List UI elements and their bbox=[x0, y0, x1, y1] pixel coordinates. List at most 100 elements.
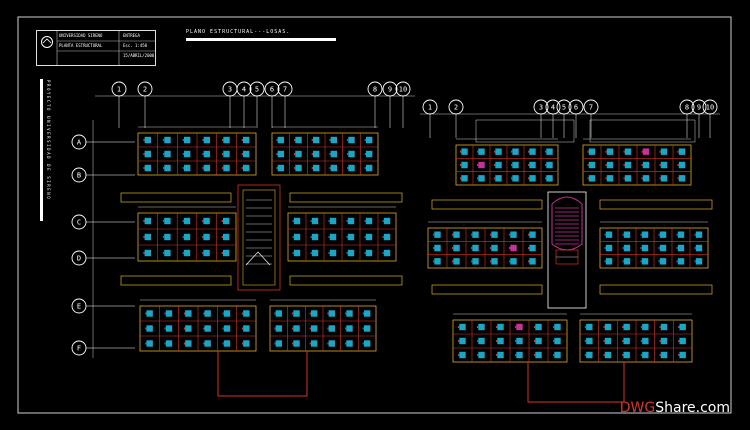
left-slab-mid-a-bar-mark bbox=[143, 252, 145, 254]
left-slab-bot-a-column bbox=[146, 310, 153, 317]
right-slab-bot-b-bar-mark bbox=[659, 326, 661, 328]
right-slab-bot-b-bar-mark bbox=[622, 354, 624, 356]
left-slab-mid-a-column bbox=[183, 217, 191, 225]
right-slab-bot-b-column bbox=[660, 351, 668, 359]
left-slab-bot-a-column bbox=[243, 310, 250, 317]
left-slab-bot-a-bar-mark bbox=[183, 312, 186, 315]
left-slab-top-a-bar-mark bbox=[182, 139, 184, 141]
left-slab-mid-b-bar-mark bbox=[292, 252, 294, 254]
right-slab-mid-a-bar-mark bbox=[471, 233, 473, 236]
left-slab-top-b-bar-mark bbox=[364, 153, 366, 155]
right-slab-bot-a-bar-mark bbox=[458, 340, 460, 342]
left-stair-core bbox=[237, 184, 281, 291]
left-column-axis-1-label: 1 bbox=[117, 86, 121, 94]
left-slab-mid-a-column bbox=[203, 249, 210, 257]
right-slab-mid-a-column bbox=[510, 244, 517, 252]
left-slab-top-b-column bbox=[365, 136, 373, 144]
right-slab-bot-a-bar-mark bbox=[496, 354, 498, 356]
left-slab-top-b-column bbox=[365, 150, 373, 158]
right-slab-bot-a-bar-mark bbox=[553, 326, 555, 328]
left-column-axis-9-label: 9 bbox=[388, 86, 392, 94]
right-slab-bot-a-column bbox=[516, 323, 523, 331]
left-slab-bot-a-bar-mark bbox=[183, 327, 186, 330]
right-slab-top-b-column bbox=[642, 148, 650, 155]
left-slab-bot-a-column bbox=[185, 310, 192, 317]
left-slab-top-b-bar-mark bbox=[294, 167, 296, 169]
right-slab-mid-a-column bbox=[510, 258, 517, 265]
left-slab-top-b-bar-mark bbox=[311, 139, 313, 141]
right-slab-bot-a-bar-mark bbox=[515, 354, 517, 356]
left-slab-mid-b-column bbox=[329, 233, 337, 241]
right-slab-mid-a-bar-mark bbox=[528, 247, 530, 249]
left-slab-top-a-column bbox=[203, 136, 211, 144]
title-block-stamp: ENTREGA bbox=[123, 33, 140, 38]
left-slab-mid-b-column bbox=[365, 249, 373, 257]
right-slab-top-b-bar-mark bbox=[659, 164, 661, 166]
right-slab-bot-a-bar-mark bbox=[553, 340, 555, 342]
right-slab-bot-a-bar-mark bbox=[458, 354, 460, 356]
right-slab-bot-a-column bbox=[554, 351, 561, 359]
right-slab-top-a-bar-mark bbox=[477, 177, 479, 180]
right-slab-top-a-bar-mark bbox=[545, 150, 547, 153]
right-slab-top-b-column bbox=[588, 148, 596, 155]
left-slab-top-a-bar-mark bbox=[241, 167, 243, 169]
right-slab-top-b-column bbox=[606, 161, 614, 169]
left-slab-top-a-column bbox=[144, 136, 152, 144]
left-slab-top-b-column bbox=[330, 150, 338, 158]
left-slab-top-b-column bbox=[277, 136, 285, 144]
left-slab-mid-b-column bbox=[365, 217, 373, 225]
right-slab-mid-b-bar-mark bbox=[658, 247, 660, 249]
left-slab-top-a-column bbox=[242, 150, 250, 158]
right-slab-top-a-bar-mark bbox=[494, 150, 496, 153]
right-slab-mid-b-column bbox=[677, 244, 685, 252]
right-slab-top-b-bar-mark bbox=[677, 177, 679, 180]
right-slab-top-b-bar-mark bbox=[605, 177, 607, 180]
right-slab-mid-b-bar-mark bbox=[604, 247, 606, 249]
right-slab-bot-b-bar-mark bbox=[584, 340, 587, 342]
left-column-axis-3-label: 3 bbox=[228, 86, 232, 94]
right-slab-top-a-bar-mark bbox=[460, 164, 462, 166]
right-slab-bot-b-bar-mark bbox=[640, 354, 643, 356]
right-slab-mid-b-bar-mark bbox=[622, 233, 624, 236]
left-slab-top-b-column bbox=[330, 164, 338, 172]
right-slab-bot-a-column bbox=[459, 351, 466, 359]
right-slab-top-a-column bbox=[512, 175, 519, 182]
right-slab-top-b-bar-mark bbox=[659, 177, 661, 180]
right-slab-mid-b-column bbox=[605, 231, 613, 238]
right-auditorium-shape bbox=[551, 196, 583, 251]
left-slab-mid-a-bar-mark bbox=[162, 220, 165, 222]
left-slab-top-a-bar-mark bbox=[222, 167, 224, 169]
right-slab-bot-b-bar-mark bbox=[622, 326, 624, 328]
right-column-axis-1-label: 1 bbox=[428, 104, 432, 112]
left-slab-bot-a-bar-mark bbox=[145, 327, 147, 330]
right-slab-mid-b-column bbox=[641, 258, 649, 265]
left-slab-mid-a-column bbox=[144, 249, 151, 257]
right-column-axis-4-label: 4 bbox=[551, 104, 555, 112]
left-slab-top-a-bar-mark bbox=[202, 167, 204, 169]
right-slab-top-b-bar-mark bbox=[605, 164, 607, 166]
right-slab-top-b-bar-mark bbox=[623, 177, 625, 180]
left-row-axis-D-label: D bbox=[77, 255, 81, 263]
left-slab-bot-b-bar-mark bbox=[362, 327, 364, 330]
left-slab-bot-b-column bbox=[346, 310, 353, 317]
right-slab-bot-b-bar-mark bbox=[678, 326, 680, 328]
right-slab-bot-a-bar-mark bbox=[515, 340, 517, 342]
left-slab-top-a-column bbox=[242, 164, 250, 172]
right-slab-mid-a-bar-mark bbox=[528, 233, 530, 236]
left-slab-bot-a-bar-mark bbox=[164, 327, 166, 330]
left-slab-mid-b-bar-mark bbox=[382, 252, 384, 254]
left-slab-mid-b-column bbox=[329, 217, 337, 225]
right-slab-top-a-column bbox=[478, 161, 485, 169]
right-slab-top-a-column bbox=[478, 175, 485, 182]
left-slab-top-b-bar-mark bbox=[329, 139, 331, 141]
left-column-axis-6-label: 6 bbox=[270, 86, 274, 94]
right-slab-top-b-column bbox=[678, 148, 686, 155]
left-slab-top-a-column bbox=[183, 150, 191, 158]
left-slab-bot-b-column bbox=[293, 325, 300, 332]
left-slab-top-a-column bbox=[223, 136, 230, 144]
right-slab-bot-a-bar-mark bbox=[477, 340, 479, 342]
right-slab-bot-b-bar-mark bbox=[640, 326, 643, 328]
plan-title-underline bbox=[186, 38, 336, 41]
right-dimension-frame-a bbox=[475, 119, 575, 143]
left-slab-mid-a bbox=[137, 212, 237, 262]
